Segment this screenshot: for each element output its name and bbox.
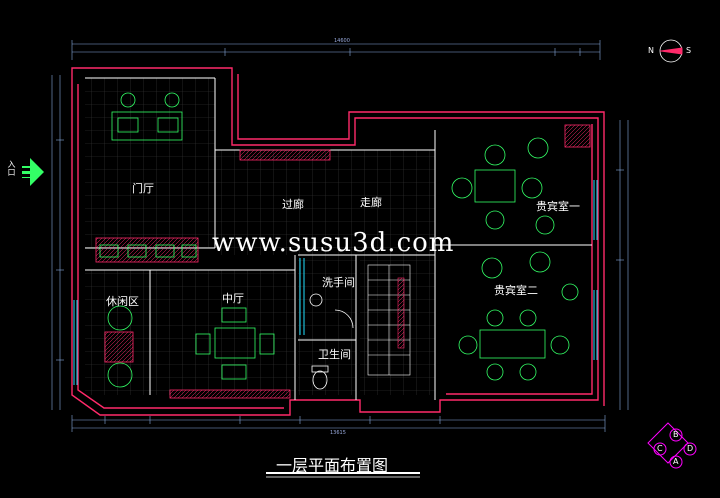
counters [95, 124, 591, 399]
bottom-total-dimension: 13615 [330, 430, 346, 436]
lobby-furniture [99, 92, 197, 258]
room-label-toilet: 卫生间 [318, 348, 351, 361]
vip2-furniture [458, 251, 579, 381]
vip1-furniture [451, 137, 555, 235]
room-label-wash: 洗手间 [322, 276, 355, 289]
compass-north-label: N [648, 46, 654, 55]
rest-area-furniture [104, 305, 134, 388]
view-marker-icon [647, 422, 697, 469]
title-underline [266, 472, 420, 478]
room-label-lobby: 门厅 [132, 182, 154, 195]
toilet-fixtures [309, 293, 354, 390]
compass-icon [659, 39, 683, 63]
view-marker-c: C [657, 444, 663, 453]
windows [73, 180, 598, 385]
top-total-dimension: 14600 [334, 38, 350, 44]
view-marker-d: D [687, 444, 694, 453]
compass-south-label: S [686, 46, 692, 55]
room-label-aisle: 过廊 [282, 198, 304, 211]
staircase [367, 264, 411, 376]
room-label-rest: 休闲区 [106, 295, 139, 308]
room-label-middle: 中厅 [222, 292, 244, 305]
entrance-arrow [22, 158, 44, 186]
entrance-label: 入口 [7, 160, 16, 176]
outer-walls [71, 67, 605, 416]
dimension-lines [51, 40, 629, 432]
room-label-vip1: 贵宾室一 [536, 200, 580, 213]
drawing-title: 一层平面布置图 [276, 456, 389, 475]
view-marker-b: B [673, 430, 679, 439]
middle-hall-furniture [195, 307, 275, 380]
view-marker-a: A [673, 457, 679, 466]
watermark-text: www.susu3d.com [212, 228, 455, 258]
room-label-vip2: 贵宾室二 [494, 284, 538, 297]
room-label-corridor: 走廊 [360, 196, 382, 209]
